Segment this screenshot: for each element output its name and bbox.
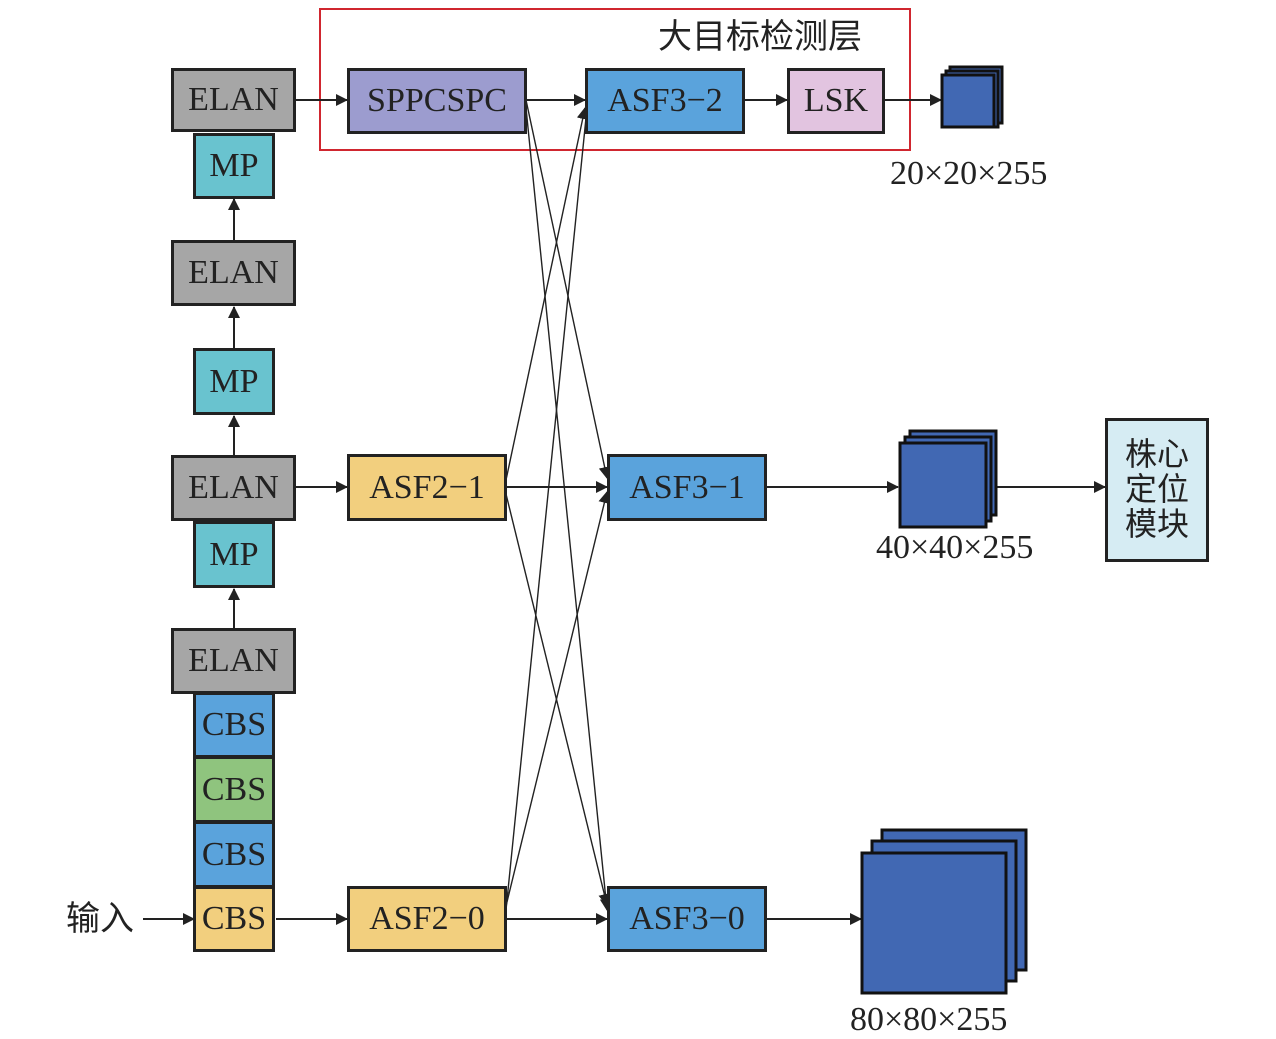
asf3-1-block: ASF3−1 bbox=[607, 454, 767, 521]
feature-map-40 bbox=[898, 429, 998, 529]
feature-map-20 bbox=[940, 65, 1004, 129]
locate-line-3: 模块 bbox=[1124, 505, 1189, 543]
asf3-2-block: ASF3−2 bbox=[585, 68, 745, 134]
locate-line-2: 定位 bbox=[1124, 470, 1189, 508]
mp-block-1: MP bbox=[193, 133, 275, 199]
cross-asf21-asf32 bbox=[505, 107, 589, 481]
elan-block-1: ELAN bbox=[171, 68, 296, 132]
asf2-0-block: ASF2−0 bbox=[347, 886, 507, 952]
mp-block-3: MP bbox=[193, 521, 275, 588]
output-size-medium: 40×40×255 bbox=[876, 529, 1034, 566]
cross-sppcspc-asf30 bbox=[525, 107, 612, 911]
cross-asf20-asf31 bbox=[505, 491, 611, 907]
elan-block-2: ELAN bbox=[171, 240, 296, 306]
large-detection-frame bbox=[319, 8, 911, 151]
output-size-large: 20×20×255 bbox=[890, 155, 1048, 192]
input-label: 输入 bbox=[66, 899, 134, 939]
cross-asf20-asf32 bbox=[505, 107, 592, 911]
cbs-block-2: CBS bbox=[193, 756, 275, 823]
elan-block-3: ELAN bbox=[171, 455, 296, 521]
cbs-block-4: CBS bbox=[193, 886, 275, 952]
lsk-block: LSK bbox=[787, 68, 885, 134]
locate-line-1: 株心 bbox=[1124, 435, 1189, 473]
plant-center-locate-module: 株心 定位 模块 bbox=[1105, 418, 1209, 562]
asf2-1-block: ASF2−1 bbox=[347, 454, 507, 521]
mp-block-2: MP bbox=[193, 348, 275, 415]
elan-block-4: ELAN bbox=[171, 628, 296, 694]
large-detection-layer-title: 大目标检测层 bbox=[658, 17, 862, 57]
cbs-block-1: CBS bbox=[193, 692, 275, 758]
cbs-block-3: CBS bbox=[193, 821, 275, 888]
output-size-small: 80×80×255 bbox=[850, 1001, 1008, 1038]
asf3-0-block: ASF3−0 bbox=[607, 886, 767, 952]
feature-map-80 bbox=[860, 828, 1028, 995]
sppcspc-block: SPPCSPC bbox=[347, 68, 527, 134]
cross-sppcspc-asf31 bbox=[525, 99, 611, 479]
